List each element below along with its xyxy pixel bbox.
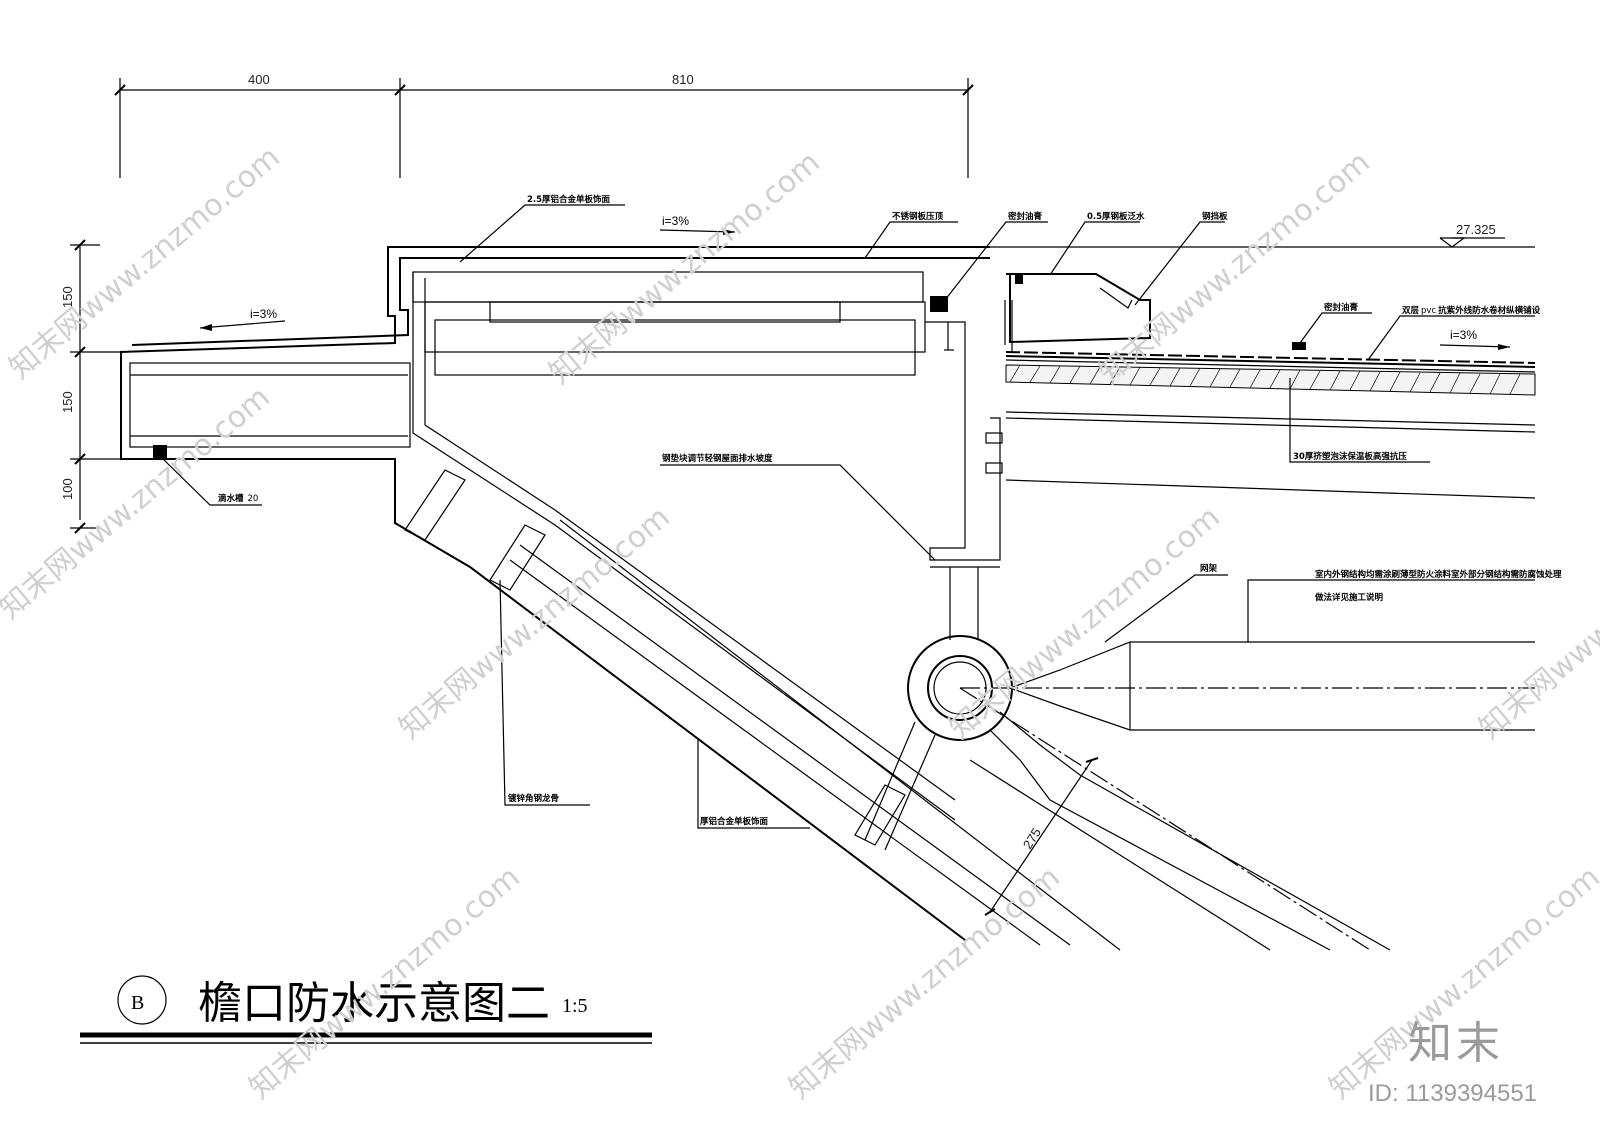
watermark-text: 知末网www.znzmo.com: [1473, 500, 1600, 746]
note-stainless-cap: 不锈钢板压顶: [892, 211, 944, 222]
page-title: 檐口防水示意图二: [198, 978, 550, 1029]
note-aluminum-bottom: 厚铝合金单板饰面: [700, 816, 769, 827]
top-dimension: 400 810: [114, 72, 974, 178]
watermark-text: 知末网www.znzmo.com: [393, 500, 677, 746]
note-steel-flashing: 0.5厚钢板泛水: [1087, 211, 1145, 222]
slope-top: i=3%: [662, 214, 689, 228]
title-scale: 1:5: [562, 995, 588, 1017]
note-steel-pad: 钢垫块调节轻钢屋面排水坡度: [662, 453, 773, 464]
roof-layers: [1005, 351, 1536, 499]
image-id: ID: 1139394551: [1368, 1080, 1537, 1107]
note-aluminum-top: 2.5厚铝合金单板饰面: [527, 194, 611, 205]
left-dimension: 150 150 100: [60, 239, 120, 534]
note-steel-line1: 室内外钢结构均需涂刷薄型防火涂料室外部分钢结构需防腐蚀处理: [1315, 569, 1562, 580]
note-sealant-1: 密封油膏: [1007, 211, 1043, 222]
brand-name: 知末: [1408, 1018, 1504, 1069]
drip-groove-block: [153, 445, 167, 459]
dimension-275: 275: [1020, 825, 1044, 851]
note-sealant-2: 密封油膏: [1323, 302, 1359, 313]
dimension-150-upper: 150: [60, 286, 75, 308]
elevation-value: 27.325: [1456, 222, 1496, 237]
watermark-layer: 知末网www.znzmo.com 知末网www.znzmo.com 知末网www…: [0, 140, 1600, 1106]
note-insulation: 30厚挤塑泡沫保温板高强抗压: [1293, 451, 1407, 462]
sloped-soffit: [404, 469, 1271, 951]
dimension-100: 100: [60, 478, 75, 500]
watermark-text: 知末网www.znzmo.com: [543, 145, 827, 391]
watermark-text: 知末网www.znzmo.com: [3, 140, 287, 386]
title-block: B 檐口防水示意图二 1:5: [80, 975, 652, 1044]
elevation-marker: 27.325: [986, 222, 1535, 248]
dimension-810: 810: [672, 72, 694, 87]
sealant-block: [930, 296, 948, 312]
dimension-150-middle: 150: [60, 391, 75, 413]
watermark-text: 知末网www.znzmo.com: [783, 860, 1067, 1106]
slope-arrows: i=3% i=3% i=3%: [199, 214, 1511, 350]
eave-outline: [120, 246, 1306, 941]
title-symbol: B: [131, 992, 144, 1014]
watermark-text: 知末网www.znzmo.com: [943, 500, 1227, 746]
brand-logo: 知末 ID: 1139394551: [1368, 1018, 1537, 1107]
watermark-text: 知末网www.znzmo.com: [1323, 860, 1600, 1106]
note-steel-baffle: 钢挡板: [1202, 211, 1228, 222]
note-galvanized-keel: 镀锌角钢龙骨: [508, 793, 559, 804]
space-frame: [864, 566, 1535, 951]
watermark-text: 知末网www.znzmo.com: [1093, 145, 1377, 391]
dimension-400: 400: [248, 72, 270, 87]
note-steel-line2: 做法详见施工说明: [1314, 592, 1384, 603]
note-space-frame: 网架: [1200, 563, 1218, 574]
slope-left: i=3%: [250, 307, 277, 321]
annotations: 2.5厚铝合金单板饰面 不锈钢板压顶 密封油膏 0.5厚钢板泛水 钢挡板 密封油…: [161, 194, 1562, 829]
slope-right: i=3%: [1450, 328, 1477, 342]
